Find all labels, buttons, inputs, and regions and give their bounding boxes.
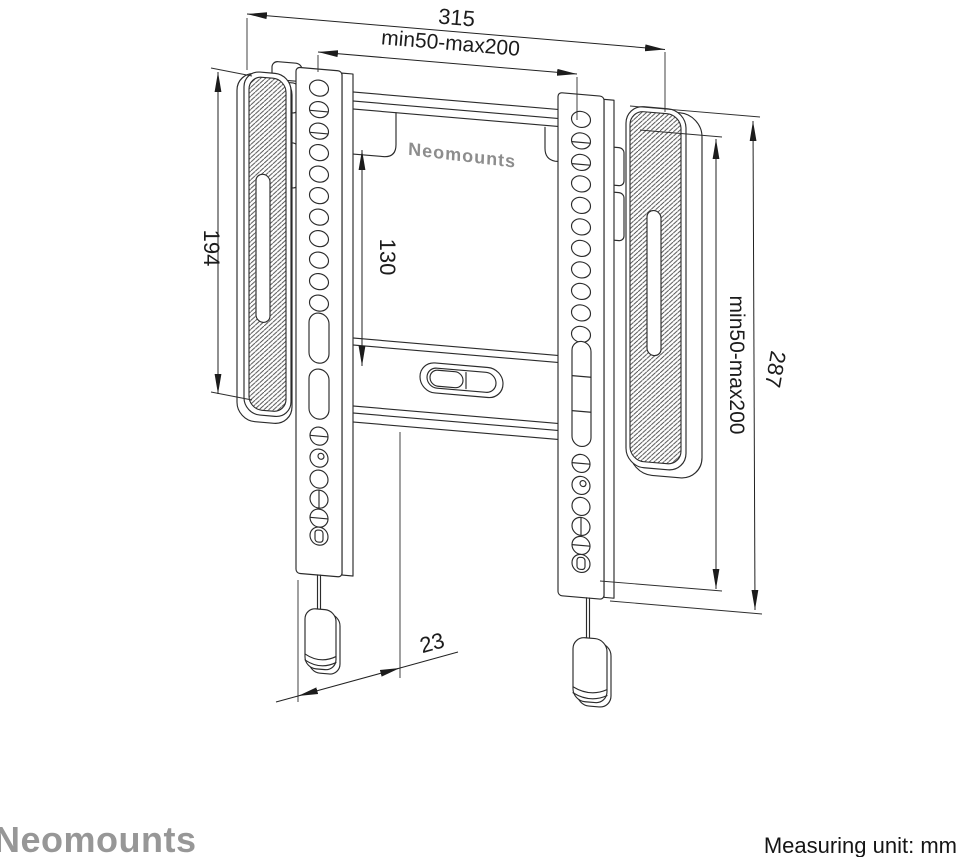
extension-line <box>639 129 723 138</box>
right-pad-slot <box>646 210 662 357</box>
vesa-hole <box>308 101 330 119</box>
dimension-pad-height: 194 <box>199 67 253 401</box>
slot-segment-line <box>571 410 592 413</box>
vesa-hole <box>308 208 330 226</box>
vesa-hole <box>308 165 330 183</box>
dimension-total-width: 315 <box>246 4 666 112</box>
vesa-hole <box>570 239 592 258</box>
vesa-hole <box>570 218 592 236</box>
dimension-line <box>749 120 759 611</box>
strap-handle <box>572 637 608 704</box>
hole-slot-line <box>571 141 591 144</box>
vesa-hole <box>308 79 330 97</box>
left-pull-strap <box>304 574 341 675</box>
screw-detail <box>579 479 587 488</box>
screw <box>309 469 329 489</box>
right-rail-screws <box>571 453 591 574</box>
hole-slot-line <box>571 163 591 166</box>
vesa-hole <box>570 153 592 172</box>
vesa-hole <box>570 110 592 129</box>
right-rail-side-face <box>603 98 615 599</box>
vesa-hole <box>308 294 330 312</box>
screw-detail <box>576 556 586 571</box>
dimension-label-vesa-height: min50-max200 <box>725 296 748 435</box>
vesa-hole <box>308 187 330 205</box>
dimension-label-315: 315 <box>437 4 476 32</box>
left-bracket-rail <box>295 66 354 578</box>
extension-line <box>629 105 761 118</box>
left-rail-vesa-holes <box>308 79 330 312</box>
vesa-hole <box>308 122 330 140</box>
dimension-label-23: 23 <box>417 627 447 658</box>
right-rail-vesa-holes <box>570 110 592 344</box>
dimension-line <box>317 50 578 76</box>
dimension-line <box>246 12 666 52</box>
mount-product: Neomounts <box>236 61 703 708</box>
dimension-label-287: 287 <box>760 349 791 390</box>
vesa-hole <box>308 251 330 269</box>
right-rail-slot <box>571 340 592 448</box>
screw-slot <box>571 462 591 465</box>
hole-slot-line <box>309 131 329 135</box>
extension-line <box>210 67 253 77</box>
left-pad-slot <box>255 173 271 323</box>
hole-slot-line <box>309 109 329 113</box>
right-pull-strap <box>572 597 612 708</box>
screw-slot <box>309 516 329 520</box>
dimension-tail <box>399 651 459 669</box>
strap-handle-ridge <box>304 653 337 661</box>
extension-line <box>599 580 723 592</box>
dimension-label-194: 194 <box>199 230 224 267</box>
vesa-hole <box>570 132 592 150</box>
slot-segment-line <box>571 375 592 378</box>
left-rail-slot <box>308 312 330 364</box>
lock-slider <box>429 369 464 389</box>
screw-slot <box>309 434 329 438</box>
vesa-hole <box>570 175 592 193</box>
dimension-inner-height: 130 <box>358 150 400 366</box>
dimension-vesa-height: min50-max200 <box>599 129 748 592</box>
vesa-hole <box>308 230 330 248</box>
vesa-hole <box>308 144 330 162</box>
vesa-hole <box>570 282 592 301</box>
screw-detail <box>314 529 324 543</box>
left-rail-side-face <box>341 72 354 577</box>
vesa-hole <box>308 273 330 291</box>
left-rail-slot <box>308 368 330 420</box>
dimension-label-130: 130 <box>375 239 400 276</box>
vesa-hole <box>570 261 592 279</box>
extension-line <box>609 600 763 615</box>
left-rubber-pad <box>236 71 293 424</box>
left-rail-screws <box>309 426 329 546</box>
screw-slot <box>571 544 591 547</box>
vesa-hole <box>570 196 592 215</box>
dimension-line <box>297 667 401 697</box>
vesa-hole <box>570 304 592 322</box>
screw <box>571 496 591 517</box>
strap-handle-ridge <box>304 659 337 667</box>
footer-logo: Neomounts <box>0 819 197 857</box>
measuring-unit-label: Measuring unit: mm <box>764 833 957 857</box>
strap-handle-ridge <box>572 686 608 694</box>
dimension-tail <box>275 695 299 703</box>
right-bracket-rail <box>557 92 615 600</box>
dimension-label-vesa-width: min50-max200 <box>380 26 520 61</box>
screw-detail <box>317 452 325 460</box>
right-rubber-pad <box>625 106 703 479</box>
strap-handle-ridge <box>572 692 608 700</box>
strap-handle <box>304 608 337 671</box>
